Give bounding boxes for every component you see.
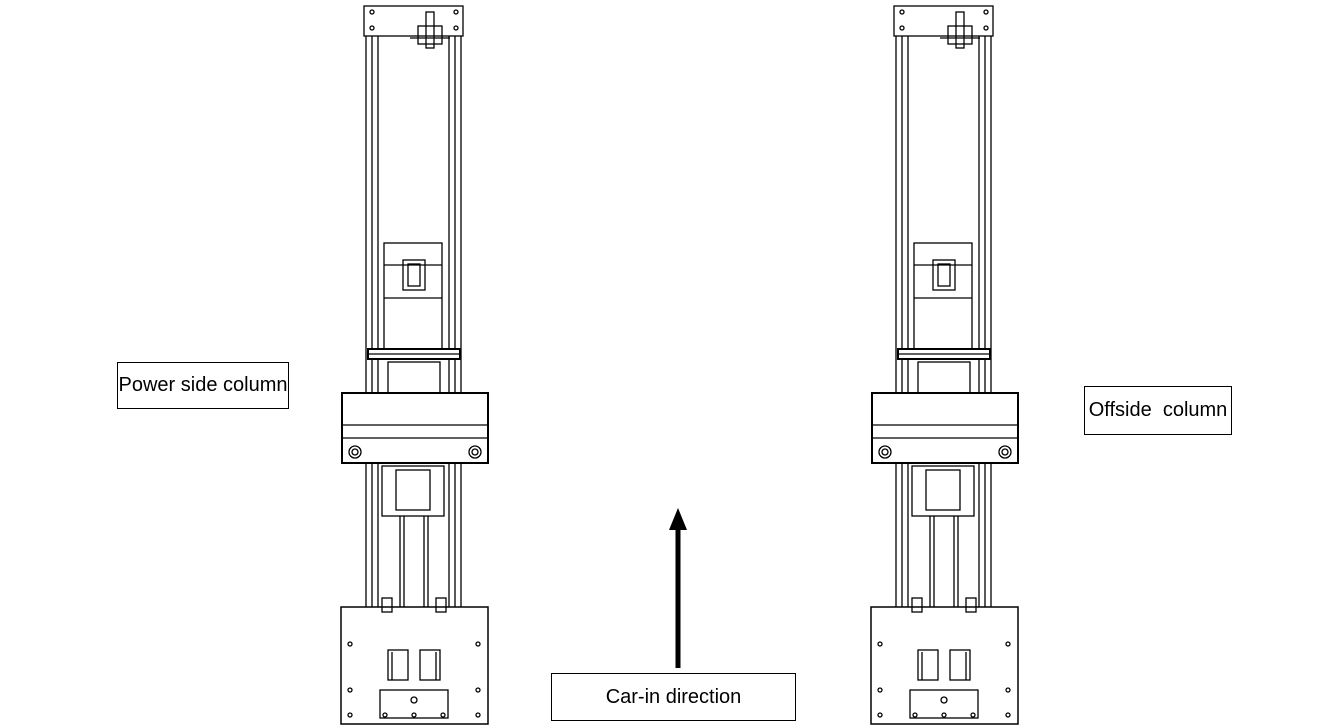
car-in-direction-arrow-icon — [669, 508, 687, 668]
offside-column-label: Offside column — [1084, 386, 1232, 435]
offside-column-drawing — [870, 5, 1019, 725]
power-side-column-label: Power side column — [117, 362, 289, 409]
power-side-column-drawing — [340, 5, 489, 725]
car-in-direction-label: Car-in direction — [551, 673, 796, 721]
